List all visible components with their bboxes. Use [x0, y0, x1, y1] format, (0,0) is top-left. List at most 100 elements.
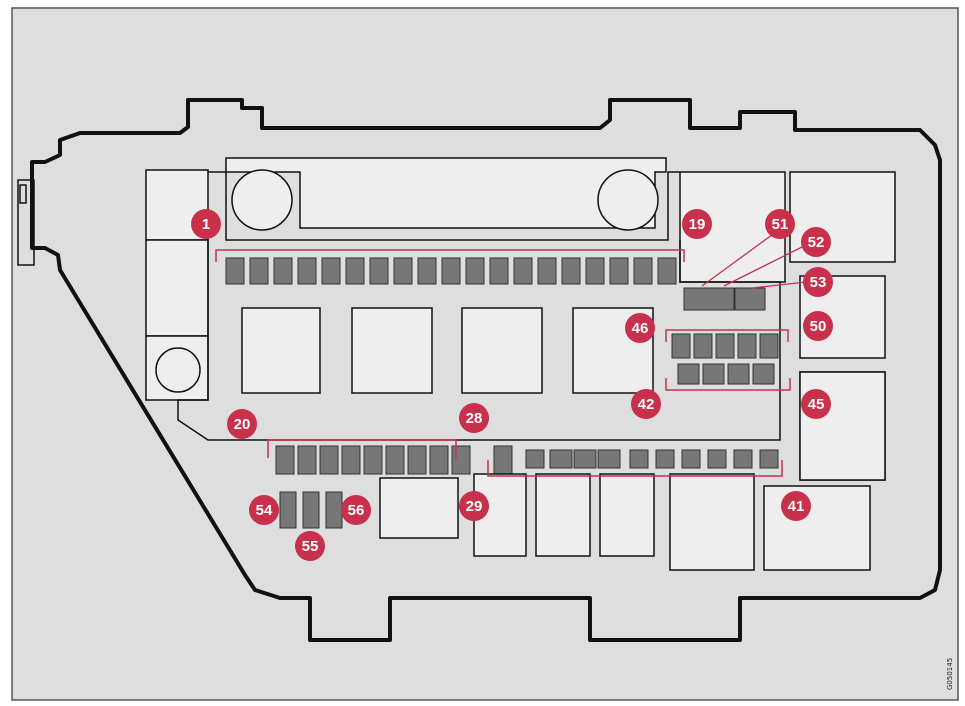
- fuse: [489, 257, 509, 285]
- relay-block: [799, 371, 886, 481]
- marker-45: 45: [801, 389, 831, 419]
- relay: [535, 473, 591, 557]
- fuse: [727, 363, 750, 385]
- relay: [461, 307, 543, 394]
- fuse: [693, 333, 713, 359]
- fuse: [609, 257, 629, 285]
- marker-50-label: 50: [810, 318, 827, 335]
- fuse: [657, 257, 677, 285]
- fuse: [297, 257, 317, 285]
- fuse: [493, 445, 513, 475]
- fuse: [273, 257, 293, 285]
- marker-55-label: 55: [302, 538, 319, 555]
- marker-46-label: 46: [632, 320, 649, 337]
- marker-46: 46: [625, 313, 655, 343]
- marker-42-label: 42: [638, 396, 655, 413]
- bracket-46-50: [665, 329, 789, 342]
- marker-51-label: 51: [772, 216, 789, 233]
- fuse: [681, 449, 701, 469]
- fuse: [275, 445, 295, 475]
- marker-1: 1: [191, 209, 221, 239]
- marker-56: 56: [341, 495, 371, 525]
- bracket-29-41: [487, 460, 783, 477]
- relay: [379, 477, 459, 539]
- marker-28-label: 28: [466, 410, 483, 427]
- fuse: [363, 445, 383, 475]
- fuse: [297, 445, 317, 475]
- marker-52: 52: [801, 227, 831, 257]
- bolt-circle: [597, 169, 659, 231]
- fuse: [629, 449, 649, 469]
- leader-52: [723, 245, 805, 287]
- fuse: [737, 333, 757, 359]
- marker-53: 53: [803, 267, 833, 297]
- marker-53-label: 53: [810, 274, 827, 291]
- marker-19: 19: [682, 209, 712, 239]
- bus-housing: [208, 171, 680, 241]
- marker-41-label: 41: [788, 498, 805, 515]
- fuse: [733, 449, 753, 469]
- fuse-row-20-28: [275, 445, 471, 475]
- central-panel: [177, 240, 781, 441]
- fuse-53: [734, 287, 766, 311]
- leader-51: [701, 231, 777, 287]
- marker-20: 20: [227, 409, 257, 439]
- fuse: [345, 257, 365, 285]
- image-code: G050145: [946, 658, 954, 690]
- fuse: [341, 445, 361, 475]
- marker-45-label: 45: [808, 396, 825, 413]
- relay: [599, 473, 655, 557]
- relay: [669, 473, 755, 571]
- fuse: [759, 333, 779, 359]
- fuse-56: [325, 491, 343, 529]
- fuse: [633, 257, 653, 285]
- marker-54-label: 54: [256, 502, 273, 519]
- fuse: [525, 449, 545, 469]
- left-connector: [17, 179, 35, 266]
- relay: [241, 307, 321, 394]
- marker-51: 51: [765, 209, 795, 239]
- fuse: [715, 333, 735, 359]
- fuse: [465, 257, 485, 285]
- fuse: [549, 449, 573, 469]
- fuse: [393, 257, 413, 285]
- fuse: [537, 257, 557, 285]
- fuse-51-53: [683, 287, 735, 311]
- housing-outline: [30, 98, 942, 642]
- fuse: [655, 449, 675, 469]
- fuse: [451, 445, 471, 475]
- marker-42: 42: [631, 389, 661, 419]
- fuse: [561, 257, 581, 285]
- fuse: [441, 257, 461, 285]
- marker-54: 54: [249, 495, 279, 525]
- fuse-55: [302, 491, 320, 529]
- marker-19-label: 19: [689, 216, 706, 233]
- leader-53: [751, 281, 807, 289]
- fuse: [249, 257, 269, 285]
- fuse: [752, 363, 775, 385]
- relay: [351, 307, 433, 394]
- fuse: [429, 445, 449, 475]
- marker-41: 41: [781, 491, 811, 521]
- fuse: [319, 445, 339, 475]
- marker-52-label: 52: [808, 234, 825, 251]
- fuse: [369, 257, 389, 285]
- marker-1-label: 1: [202, 216, 210, 233]
- fuse: [677, 363, 700, 385]
- fuse: [385, 445, 405, 475]
- bolt-circle: [155, 347, 201, 393]
- fuse-54: [279, 491, 297, 529]
- fuse-row-42-45: [677, 363, 775, 385]
- fuse-row-46-50: [671, 333, 779, 359]
- marker-28: 28: [459, 403, 489, 433]
- left-connector-tab: [19, 184, 27, 204]
- marker-56-label: 56: [348, 502, 365, 519]
- bracket-1-19: [215, 249, 685, 262]
- fuse: [321, 257, 341, 285]
- fuse: [707, 449, 727, 469]
- relay: [763, 485, 871, 571]
- fuse: [671, 333, 691, 359]
- fuse: [225, 257, 245, 285]
